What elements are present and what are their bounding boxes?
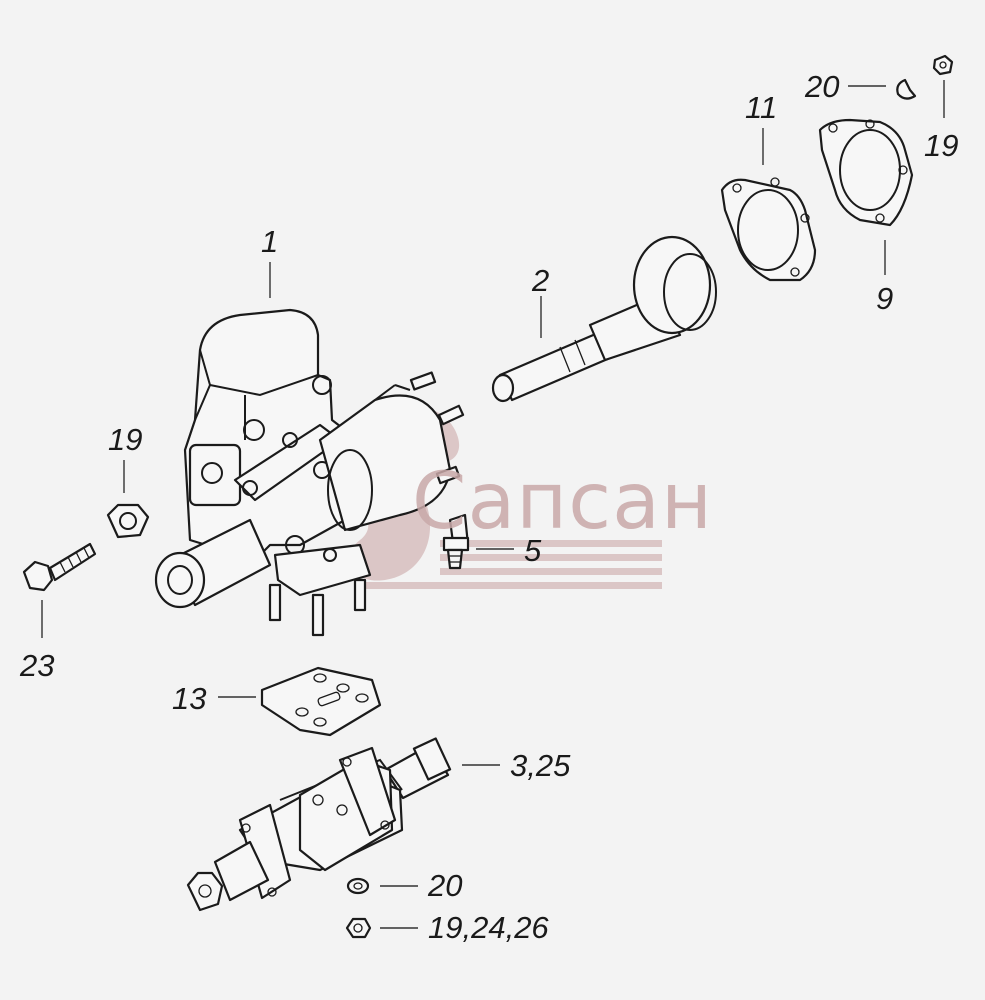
callout-19-top: 19 [924, 128, 959, 163]
callout-2: 2 [532, 263, 550, 298]
nut-part-19-top [932, 54, 954, 76]
callout-20-bottom: 20 [428, 868, 463, 903]
callout-23: 23 [20, 648, 55, 683]
valve-assembly-part-3 [186, 737, 452, 912]
nut-part-19-left [106, 503, 150, 539]
callout-11: 11 [745, 90, 778, 125]
nut-part-19-bottom [345, 917, 372, 939]
washer-part-20-bottom [346, 877, 370, 895]
callout-5: 5 [524, 533, 542, 568]
callout-19-24-26: 19,24,26 [428, 910, 549, 945]
callout-20-top: 20 [805, 69, 840, 104]
washer-part-20-top [896, 78, 917, 100]
callout-9: 9 [876, 281, 894, 316]
bolt-part-23 [22, 542, 97, 592]
plate-gasket-part-13 [260, 666, 382, 737]
callout-13: 13 [172, 681, 207, 716]
callout-3-25: 3,25 [510, 748, 571, 783]
callout-19-left: 19 [108, 422, 143, 457]
callout-1: 1 [261, 224, 279, 259]
leader-lines [41, 80, 945, 929]
shaft-part [491, 235, 717, 403]
watermark-text: Сапсан [412, 457, 713, 547]
fitting-part-5 [442, 513, 470, 570]
gasket-part-11 [720, 177, 817, 282]
housing-part [154, 308, 465, 637]
gasket-part-9 [818, 118, 914, 227]
